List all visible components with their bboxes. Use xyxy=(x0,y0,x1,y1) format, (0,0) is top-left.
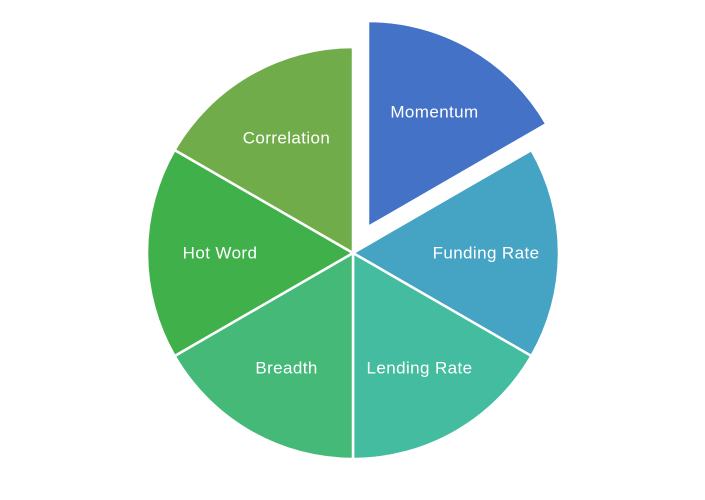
pie-slice-hot-word[interactable] xyxy=(145,148,355,358)
pie-slice-breadth[interactable] xyxy=(173,251,355,461)
pie-slice-lending-rate[interactable] xyxy=(351,251,533,461)
pie-slice-funding-rate[interactable] xyxy=(351,148,561,358)
pie-slice-momentum[interactable] xyxy=(366,19,548,229)
pie-slice-correlation[interactable] xyxy=(173,45,355,255)
